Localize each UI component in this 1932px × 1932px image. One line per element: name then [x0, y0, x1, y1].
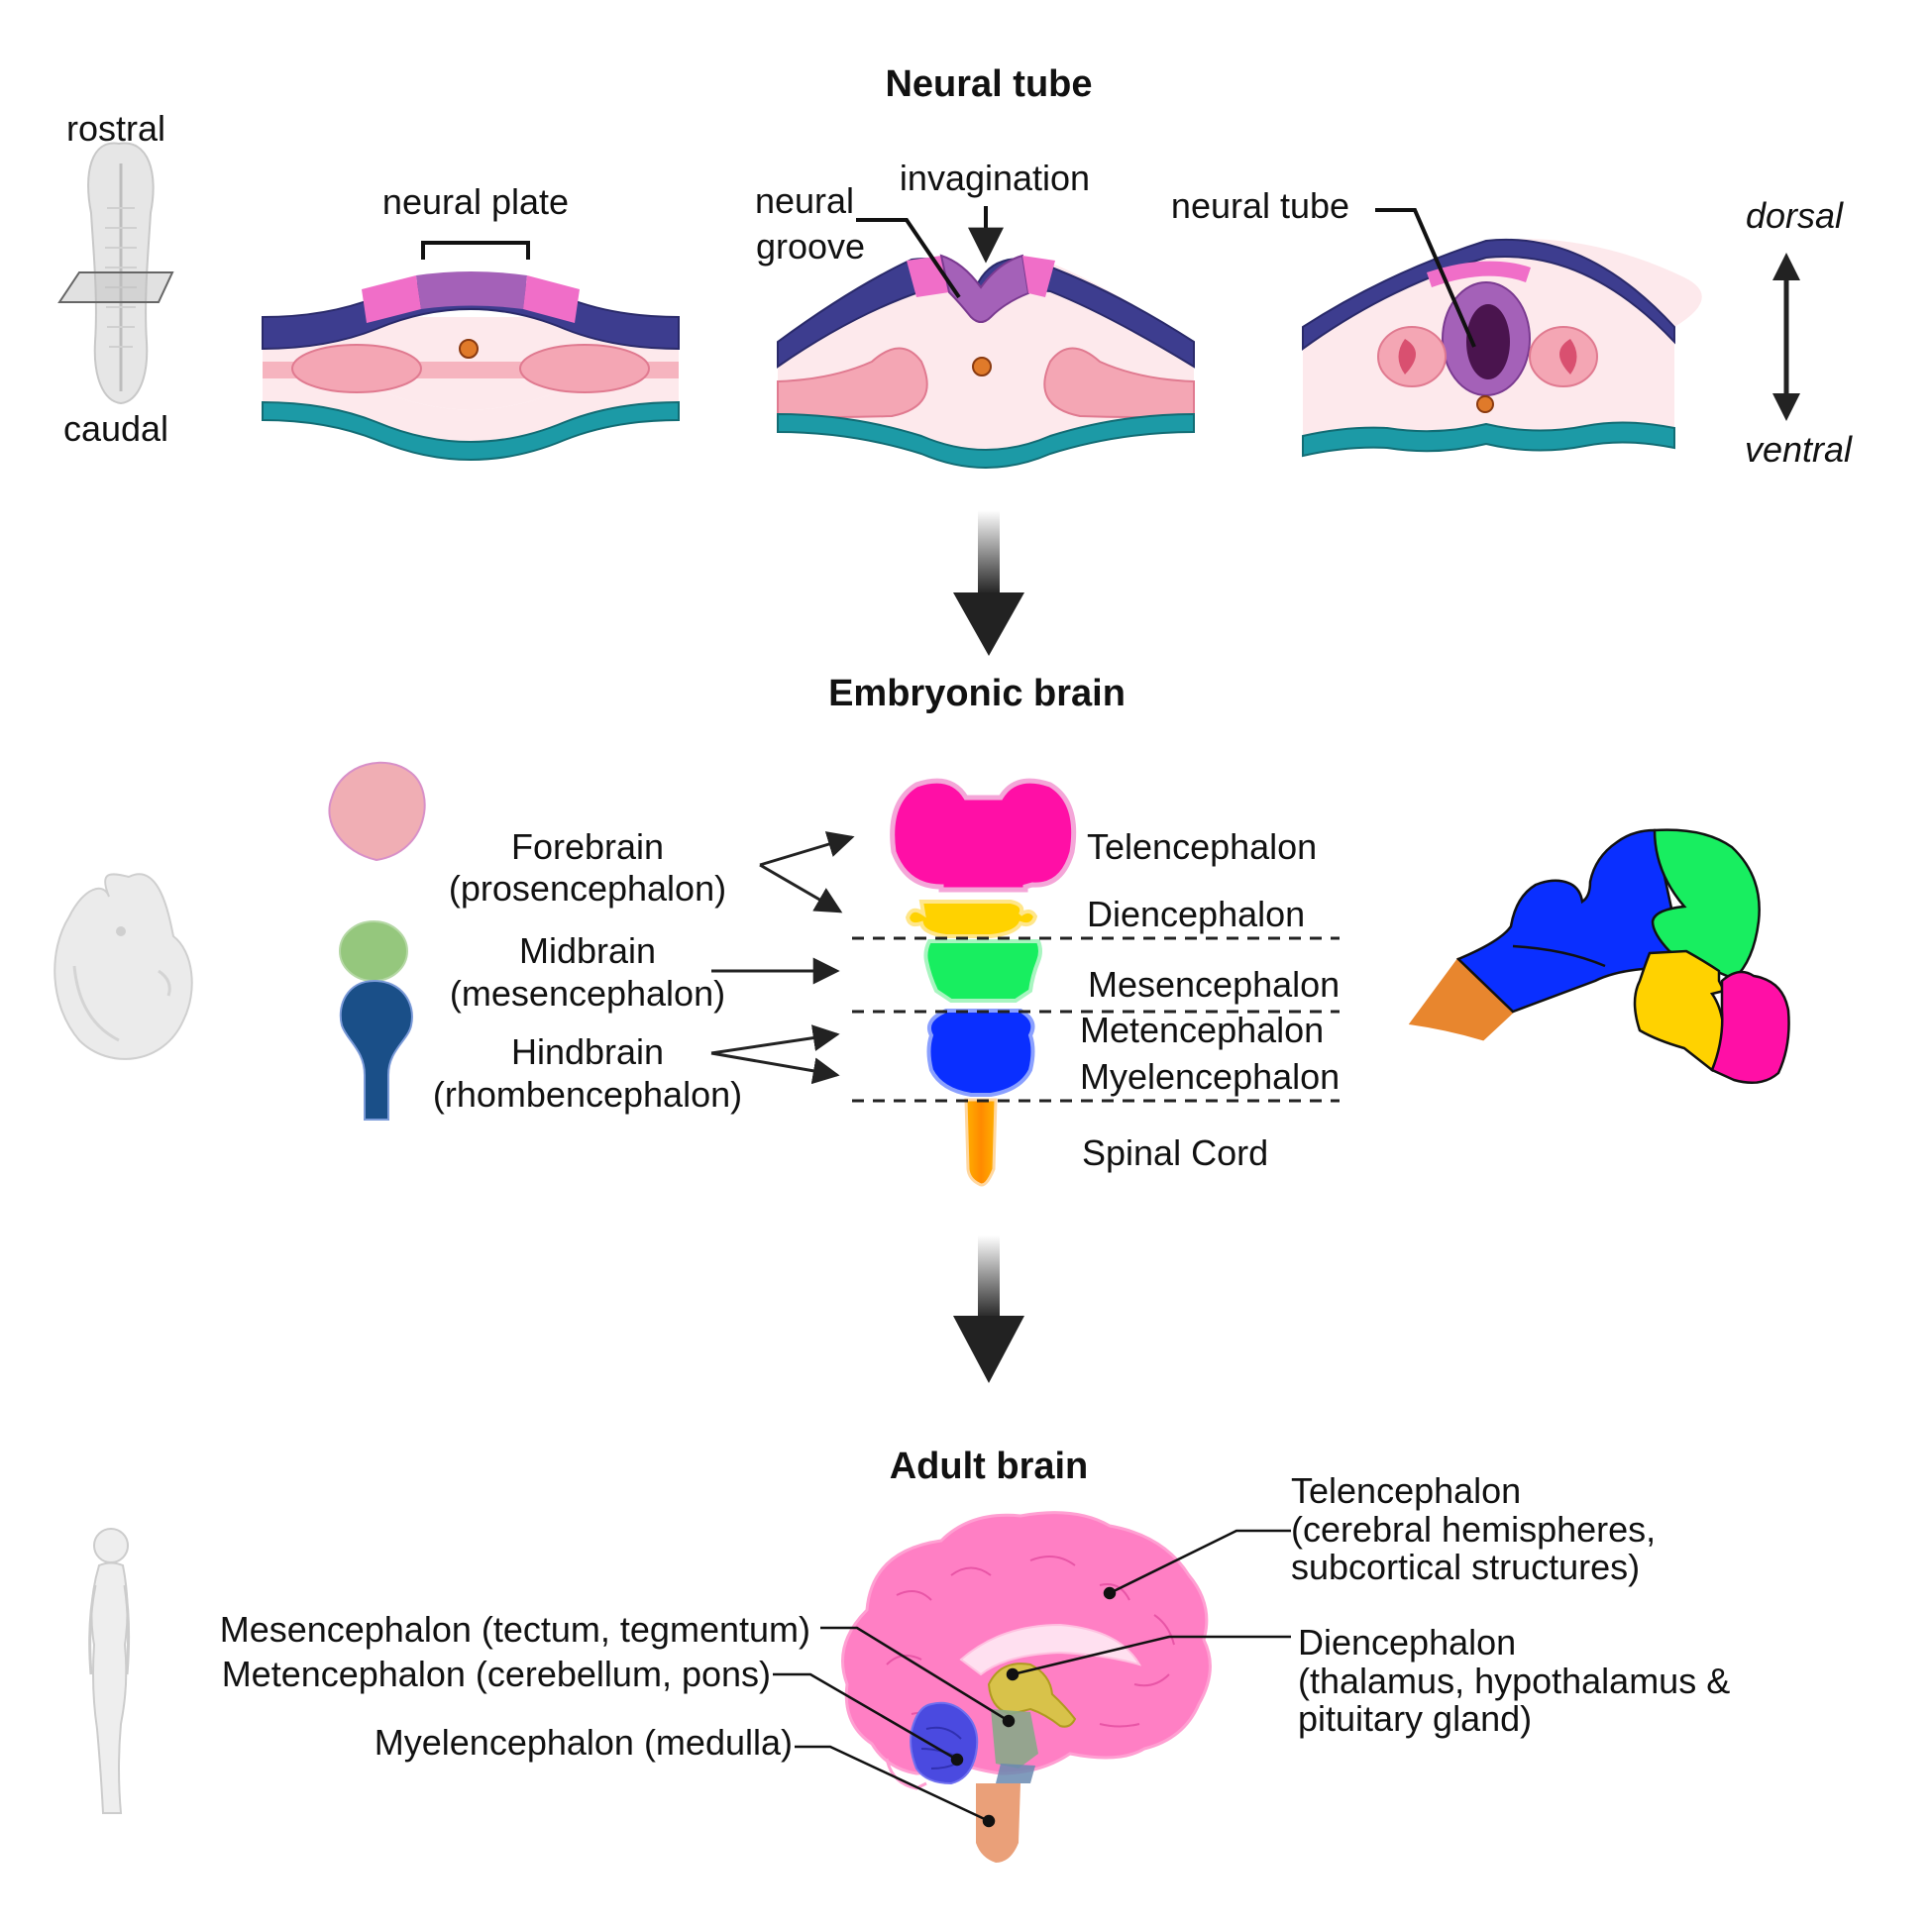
- invagination-label: invagination: [900, 158, 1090, 198]
- embryonic-brain-title: Embryonic brain: [828, 673, 1126, 714]
- forebrain-label: Forebrain: [511, 826, 664, 867]
- adult-mesencephalon-label: Mesencephalon (tectum, tegmentum): [220, 1609, 810, 1650]
- neural-plate-cross-section: [262, 241, 680, 461]
- five-vesicle-stage-icon: [890, 778, 1077, 1187]
- neural-plate-label: neural plate: [382, 181, 569, 222]
- adult-telencephalon-label-3: subcortical structures): [1291, 1547, 1640, 1587]
- hindbrain-sub-label: (rhombencephalon): [433, 1074, 742, 1115]
- midbrain-sub-label: (mesencephalon): [450, 973, 725, 1014]
- adult-diencephalon-label-3: pituitary gland): [1298, 1698, 1532, 1739]
- diencephalon-label: Diencephalon: [1087, 894, 1305, 934]
- dorsal-ventral-arrow: [1772, 253, 1800, 421]
- flexed-embryonic-brain-icon: [1408, 828, 1790, 1085]
- adult-brain-sagittal-icon: [841, 1511, 1212, 1863]
- neural-tube-label: neural tube: [1171, 185, 1349, 226]
- adult-metencephalon-label: Metencephalon (cerebellum, pons): [222, 1654, 771, 1694]
- progression-arrow-1: [953, 510, 1024, 656]
- adult-diencephalon-label-2: (thalamus, hypothalamus &: [1298, 1661, 1730, 1701]
- progression-arrow-2: [953, 1235, 1024, 1383]
- hindbrain-label: Hindbrain: [511, 1031, 664, 1072]
- dorsal-label: dorsal: [1746, 195, 1844, 236]
- metencephalon-label: Metencephalon: [1080, 1010, 1324, 1050]
- midbrain-label: Midbrain: [519, 930, 656, 971]
- ventral-label: ventral: [1745, 429, 1853, 470]
- caudal-label: caudal: [63, 408, 168, 449]
- vesicle-connector-arrows: [710, 831, 855, 1085]
- telencephalon-label: Telencephalon: [1087, 826, 1317, 867]
- adult-human-icon: [88, 1528, 131, 1814]
- neural-groove-cross-section: [777, 206, 1195, 469]
- adult-leader-lines: [773, 1529, 1291, 1828]
- neural-tube-title: Neural tube: [885, 63, 1092, 105]
- mesencephalon-label: Mesencephalon: [1088, 964, 1340, 1005]
- rostral-label: rostral: [66, 108, 165, 149]
- adult-telencephalon-label-2: (cerebral hemispheres,: [1291, 1509, 1656, 1550]
- division-dashed-lines: [852, 936, 1340, 1103]
- three-vesicle-stage-icon: [328, 761, 426, 1121]
- myelencephalon-label: Myelencephalon: [1080, 1056, 1340, 1097]
- spinal-cord-label: Spinal Cord: [1082, 1132, 1268, 1173]
- adult-myelencephalon-label: Myelencephalon (medulla): [375, 1722, 793, 1763]
- embryo-dorsal-view-icon: [57, 142, 174, 405]
- adult-telencephalon-label-1: Telencephalon: [1291, 1470, 1521, 1511]
- neural-groove-label-1: neural: [755, 180, 854, 221]
- adult-diencephalon-label-1: Diencephalon: [1298, 1622, 1516, 1663]
- neural-groove-label-2: groove: [756, 226, 865, 267]
- neural-tube-cross-section: [1302, 208, 1702, 458]
- adult-brain-title: Adult brain: [890, 1446, 1089, 1487]
- forebrain-sub-label: (prosencephalon): [449, 868, 726, 909]
- embryo-side-view-icon: [54, 873, 193, 1060]
